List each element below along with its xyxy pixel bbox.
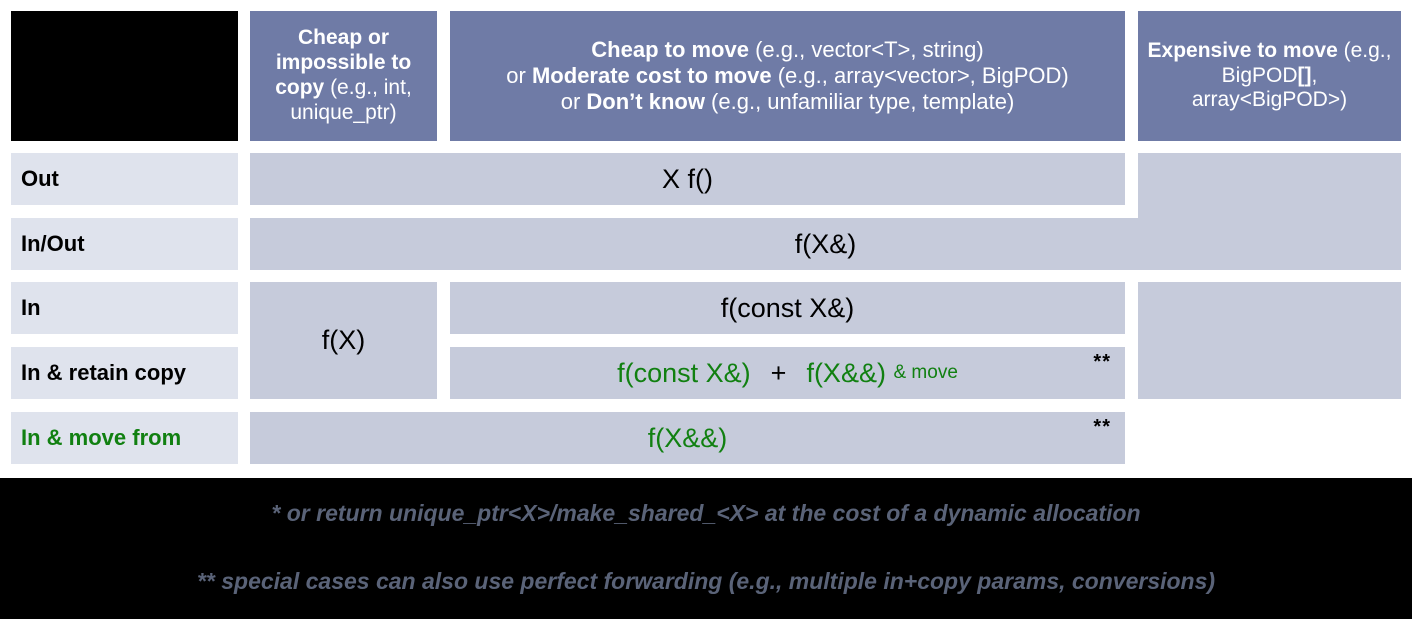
header-col3-light-pre: (e.g., BigPOD: [1221, 38, 1392, 87]
cell-retain-part3: & move: [893, 362, 958, 383]
footnote-marker-move-from: **: [1093, 416, 1111, 438]
footnote-marker-retain-copy: **: [1093, 351, 1111, 373]
header-col1-light: (e.g., int, unique_ptr): [290, 76, 412, 124]
cell-in-move-from-main: f(X&&) **: [250, 412, 1125, 464]
cell-in-expensive-blank: [1138, 282, 1401, 399]
cell-out-expensive-blank: [1138, 153, 1401, 218]
header-col2-line2-prefix: or: [506, 63, 532, 89]
footnote-double-asterisk: ** special cases can also use perfect fo…: [196, 568, 1216, 594]
cell-move-from-text: f(X&&): [647, 422, 728, 453]
cell-retain-plus: +: [770, 357, 787, 388]
corner-black-block: [11, 11, 238, 141]
row-label-in-retain-copy: In & retain copy: [11, 347, 238, 399]
cell-retain-part1: f(const X&): [617, 357, 751, 388]
header-col2-line3-light: (e.g., unfamiliar type, template): [704, 88, 1015, 114]
row-label-out: Out: [11, 153, 238, 205]
cell-fx-merged: f(X): [250, 282, 437, 399]
footnote-single-asterisk: * or return unique_ptr<X>/make_shared_<X…: [271, 500, 1141, 526]
row-label-in-move-from: In & move from: [11, 412, 238, 464]
header-cheap-to-move: Cheap to move (e.g., vector<T>, string) …: [450, 11, 1125, 141]
header-col2-line2: or Moderate cost to move (e.g., array<ve…: [506, 63, 1068, 89]
cell-in-out-main: f(X&): [250, 218, 1401, 270]
header-col2-line3-prefix: or: [560, 88, 587, 114]
header-col2-line1-bold: Cheap to move: [591, 37, 749, 63]
cell-in-retain-copy-main: f(const X&) + f(X&&) & move **: [450, 347, 1125, 399]
header-col3-bold: Expensive to move: [1147, 38, 1338, 62]
header-col2-line2-bold: Moderate cost to move: [531, 63, 772, 89]
row-label-in: In: [11, 282, 238, 334]
header-col3-brackets: []: [1297, 63, 1312, 87]
header-col2-line1: Cheap to move (e.g., vector<T>, string): [506, 37, 1068, 63]
cell-retain-part2: f(X&&): [806, 357, 886, 388]
footer-black-band: [0, 478, 1412, 619]
header-col2-line1-light: (e.g., vector<T>, string): [748, 37, 984, 63]
header-cheap-or-impossible-to-copy: Cheap or impossible to copy (e.g., int, …: [250, 11, 437, 141]
header-col2-line3: or Don’t know (e.g., unfamiliar type, te…: [506, 89, 1068, 115]
cell-out-main: X f(): [250, 153, 1125, 205]
header-col2-line2-light: (e.g., array<vector>, BigPOD): [771, 63, 1069, 89]
header-col3-light-post: , array<BigPOD>): [1191, 63, 1348, 112]
header-col1-bold: Cheap or impossible to copy: [275, 26, 412, 99]
cell-in-main: f(const X&): [450, 282, 1125, 334]
row-label-in-out: In/Out: [11, 218, 238, 270]
header-expensive-to-move: Expensive to move (e.g., BigPOD[], array…: [1138, 11, 1401, 141]
header-col2-line3-bold: Don’t know: [586, 88, 705, 114]
